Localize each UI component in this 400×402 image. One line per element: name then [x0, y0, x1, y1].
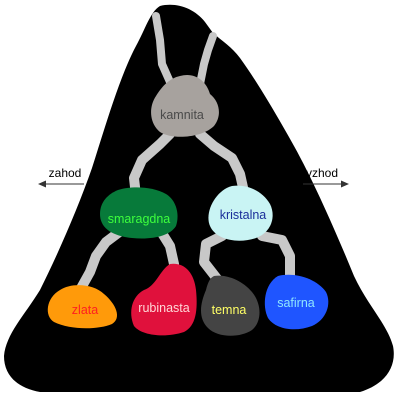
- label-kamnita: kamnita: [160, 108, 204, 122]
- tunnel-smaragdna-rubinasta: [155, 225, 179, 269]
- label-west: zahod: [49, 166, 82, 180]
- label-kristalna: kristalna: [220, 208, 267, 222]
- label-safirna: safirna: [277, 296, 315, 310]
- tunnel-upper-right: [196, 32, 217, 88]
- tunnel-kamnita-smaragdna: [129, 129, 175, 201]
- label-east: vzhod: [306, 166, 338, 180]
- label-temna: temna: [212, 303, 247, 317]
- label-smaragdna: smaragdna: [108, 212, 171, 226]
- mountain-silhouette: [4, 4, 394, 392]
- tunnel-smaragdna-zlata: [75, 225, 127, 295]
- label-rubinasta: rubinasta: [138, 301, 189, 315]
- tunnels: [75, 12, 295, 295]
- cave-zlata: [47, 285, 118, 329]
- cave-smaragdna: [100, 187, 178, 239]
- tunnel-upper-left: [152, 12, 174, 86]
- cave-temna: [201, 275, 260, 336]
- cave-rubinasta: [131, 263, 197, 336]
- west-arrow-icon: [38, 180, 84, 188]
- east-arrow-icon: [303, 180, 349, 188]
- tunnel-kamnita-kristalna: [195, 129, 249, 197]
- cave-kamnita: [151, 74, 219, 137]
- cave-safirna: [264, 274, 329, 330]
- tunnel-kristalna-safirna: [257, 231, 295, 283]
- cave-kristalna: [208, 185, 273, 241]
- tunnel-kristalna-temna: [199, 231, 227, 285]
- label-zlata: zlata: [72, 303, 98, 317]
